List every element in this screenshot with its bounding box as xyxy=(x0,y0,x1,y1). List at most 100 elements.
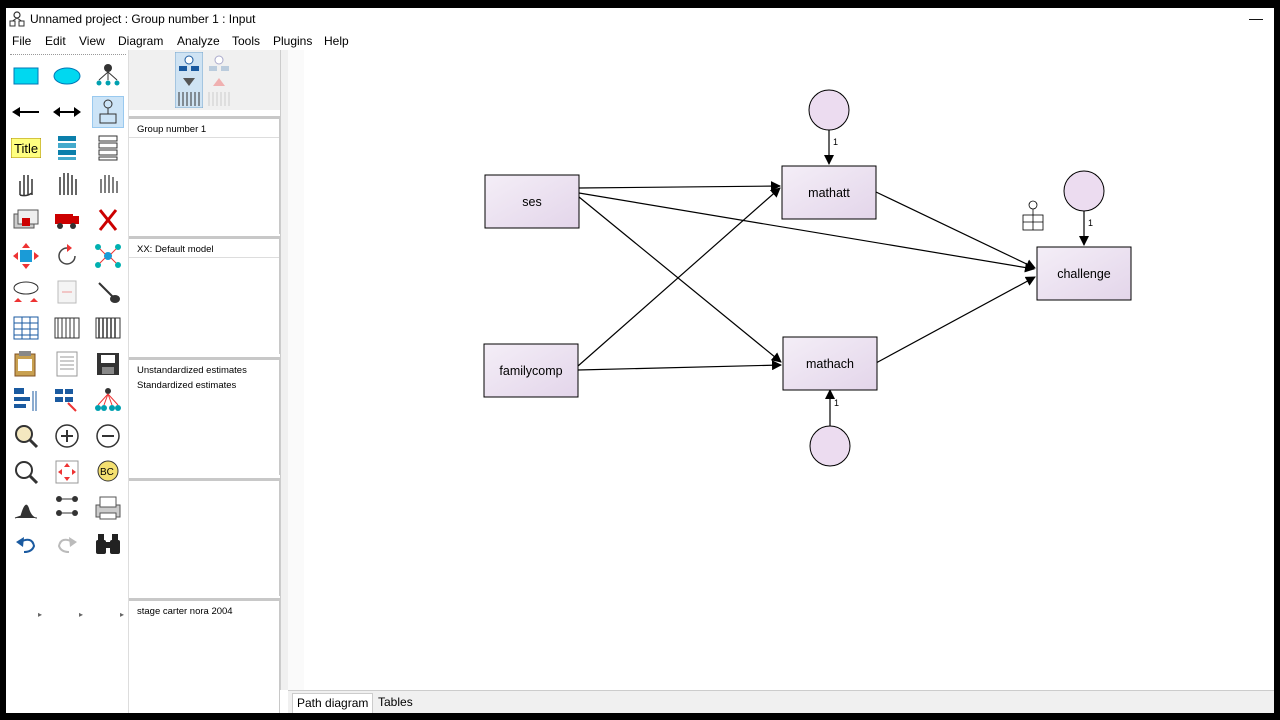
reflect-indicators-icon[interactable] xyxy=(92,240,124,272)
scroll-icon[interactable] xyxy=(51,276,83,308)
bayesian-estimation-icon[interactable] xyxy=(10,492,42,524)
preserve-symmetries-icon[interactable] xyxy=(92,384,124,416)
tool-palette: Title BC xyxy=(6,52,128,713)
path-label-challenge-error: 1 xyxy=(1088,218,1093,228)
path-mathach-challenge[interactable] xyxy=(875,276,1036,364)
analysis-properties-icon[interactable] xyxy=(51,312,83,344)
select-data-files-icon[interactable] xyxy=(10,312,42,344)
menu-help[interactable]: Help xyxy=(324,34,349,48)
amos-window: Unnamed project : Group number 1 : Input… xyxy=(6,8,1274,713)
draw-latent-indicator-icon[interactable] xyxy=(92,60,124,92)
palette-more-icon[interactable]: ▸ xyxy=(120,610,125,619)
redo-icon[interactable] xyxy=(51,528,83,560)
model-item[interactable]: XX: Default model xyxy=(129,239,279,258)
select-one-object-icon[interactable] xyxy=(10,168,42,200)
loupe-icon[interactable]: BC xyxy=(92,456,124,488)
list-variables-in-dataset-icon[interactable] xyxy=(92,132,124,164)
minimize-button[interactable]: — xyxy=(1249,10,1263,26)
rotate-indicators-icon[interactable] xyxy=(51,240,83,272)
draw-covariance-icon[interactable] xyxy=(51,96,83,128)
deselect-all-objects-icon[interactable] xyxy=(92,168,124,200)
unstandardized-estimates-item[interactable]: Unstandardized estimates xyxy=(137,365,247,376)
list-variables-in-model-icon[interactable] xyxy=(51,132,83,164)
error-mathach-circle[interactable] xyxy=(809,425,851,467)
menu-bar: File Edit View Diagram Analyze Tools Plu… xyxy=(6,32,1274,50)
path-diagram: 1 1 1 ses familycomp mathatt mathach cha… xyxy=(483,89,1132,467)
groups-panel: Group number 1 xyxy=(129,116,280,234)
mathach-label: mathach xyxy=(806,357,854,371)
familycomp-box[interactable] xyxy=(483,343,579,398)
path-ses-challenge[interactable] xyxy=(578,192,1035,273)
palette-divider xyxy=(10,54,126,55)
undo-icon[interactable] xyxy=(10,528,42,560)
draw-path-icon[interactable] xyxy=(10,96,42,128)
view-input-icon[interactable] xyxy=(175,52,203,108)
tab-path-diagram[interactable]: Path diagram xyxy=(292,693,374,713)
palette-more-icon[interactable]: ▸ xyxy=(38,610,43,619)
observed-labels: ses familycomp mathatt mathach challenge xyxy=(499,186,1110,378)
group-item[interactable]: Group number 1 xyxy=(129,119,279,138)
path-ses-mathach[interactable] xyxy=(578,196,782,363)
error-challenge-circle[interactable] xyxy=(1063,170,1105,212)
mathatt-box[interactable] xyxy=(781,165,877,220)
zoom-in-icon[interactable] xyxy=(51,420,83,452)
add-unique-variable-icon[interactable] xyxy=(92,96,124,128)
duplicate-objects-icon[interactable] xyxy=(10,204,42,236)
view-page-icon[interactable] xyxy=(10,456,42,488)
path-label-mathatt-error: 1 xyxy=(833,137,838,147)
touch-up-icon[interactable] xyxy=(92,276,124,308)
path-diagram-canvas[interactable]: 1 1 1 ses familycomp mathatt mathach cha… xyxy=(304,50,1272,690)
svg-text:Title: Title xyxy=(14,141,38,156)
tab-tables[interactable]: Tables xyxy=(378,695,413,709)
object-properties-icon[interactable] xyxy=(10,384,42,416)
draw-unobserved-variable-icon[interactable] xyxy=(51,60,83,92)
specification-search-icon[interactable] xyxy=(92,528,124,560)
drag-properties-icon[interactable] xyxy=(51,384,83,416)
zoom-select-icon[interactable] xyxy=(10,420,42,452)
path-mathatt-challenge[interactable] xyxy=(875,191,1036,269)
panel-splitter[interactable] xyxy=(280,50,289,690)
menu-tools[interactable]: Tools xyxy=(232,34,261,48)
menu-edit[interactable]: Edit xyxy=(45,34,66,48)
palette-more-icon[interactable]: ▸ xyxy=(79,610,84,619)
svg-text:BC: BC xyxy=(100,467,114,478)
print-diagram-icon[interactable] xyxy=(92,492,124,524)
side-panels: Group number 1 XX: Default model Unstand… xyxy=(128,50,281,713)
path-ses-mathatt[interactable] xyxy=(578,181,781,192)
error-mathatt-circle[interactable] xyxy=(808,89,850,131)
figure-caption-icon[interactable]: Title xyxy=(10,132,42,164)
menu-diagram[interactable]: Diagram xyxy=(118,34,164,48)
calculate-estimates-icon[interactable] xyxy=(92,312,124,344)
menu-plugins[interactable]: Plugins xyxy=(273,34,313,48)
menu-analyze[interactable]: Analyze xyxy=(177,34,220,48)
mathach-box[interactable] xyxy=(782,336,878,391)
error-terms xyxy=(808,89,1105,467)
view-text-icon[interactable] xyxy=(51,348,83,380)
path-familycomp-mathach[interactable] xyxy=(577,360,782,371)
window-title: Unnamed project : Group number 1 : Input xyxy=(30,12,256,26)
path-familycomp-mathatt[interactable] xyxy=(577,187,781,367)
select-all-objects-icon[interactable] xyxy=(51,168,83,200)
fit-to-page-icon[interactable] xyxy=(51,456,83,488)
draw-observed-variable-icon[interactable] xyxy=(10,60,42,92)
standardized-estimates-item[interactable]: Standardized estimates xyxy=(137,380,237,391)
save-diagram-icon[interactable] xyxy=(92,348,124,380)
move-parameter-icon[interactable] xyxy=(10,276,42,308)
ses-label: ses xyxy=(522,195,541,209)
erase-objects-icon[interactable] xyxy=(92,204,124,236)
file-item[interactable]: stage carter nora 2004 xyxy=(137,606,233,617)
view-output-icon[interactable] xyxy=(205,52,233,108)
menu-view[interactable]: View xyxy=(79,34,105,48)
unique-variable-cursor-icon xyxy=(1022,200,1044,231)
files-panel: stage carter nora 2004 xyxy=(129,598,280,713)
notes-panel xyxy=(129,478,280,596)
observed-variables xyxy=(483,165,1132,398)
zoom-out-icon[interactable] xyxy=(92,420,124,452)
challenge-box[interactable] xyxy=(1036,246,1132,301)
ses-box[interactable] xyxy=(484,174,580,229)
menu-file[interactable]: File xyxy=(12,34,32,48)
copy-to-clipboard-icon[interactable] xyxy=(10,348,42,380)
move-objects-icon[interactable] xyxy=(51,204,83,236)
change-shape-icon[interactable] xyxy=(10,240,42,272)
multiple-group-analysis-icon[interactable] xyxy=(51,492,83,524)
